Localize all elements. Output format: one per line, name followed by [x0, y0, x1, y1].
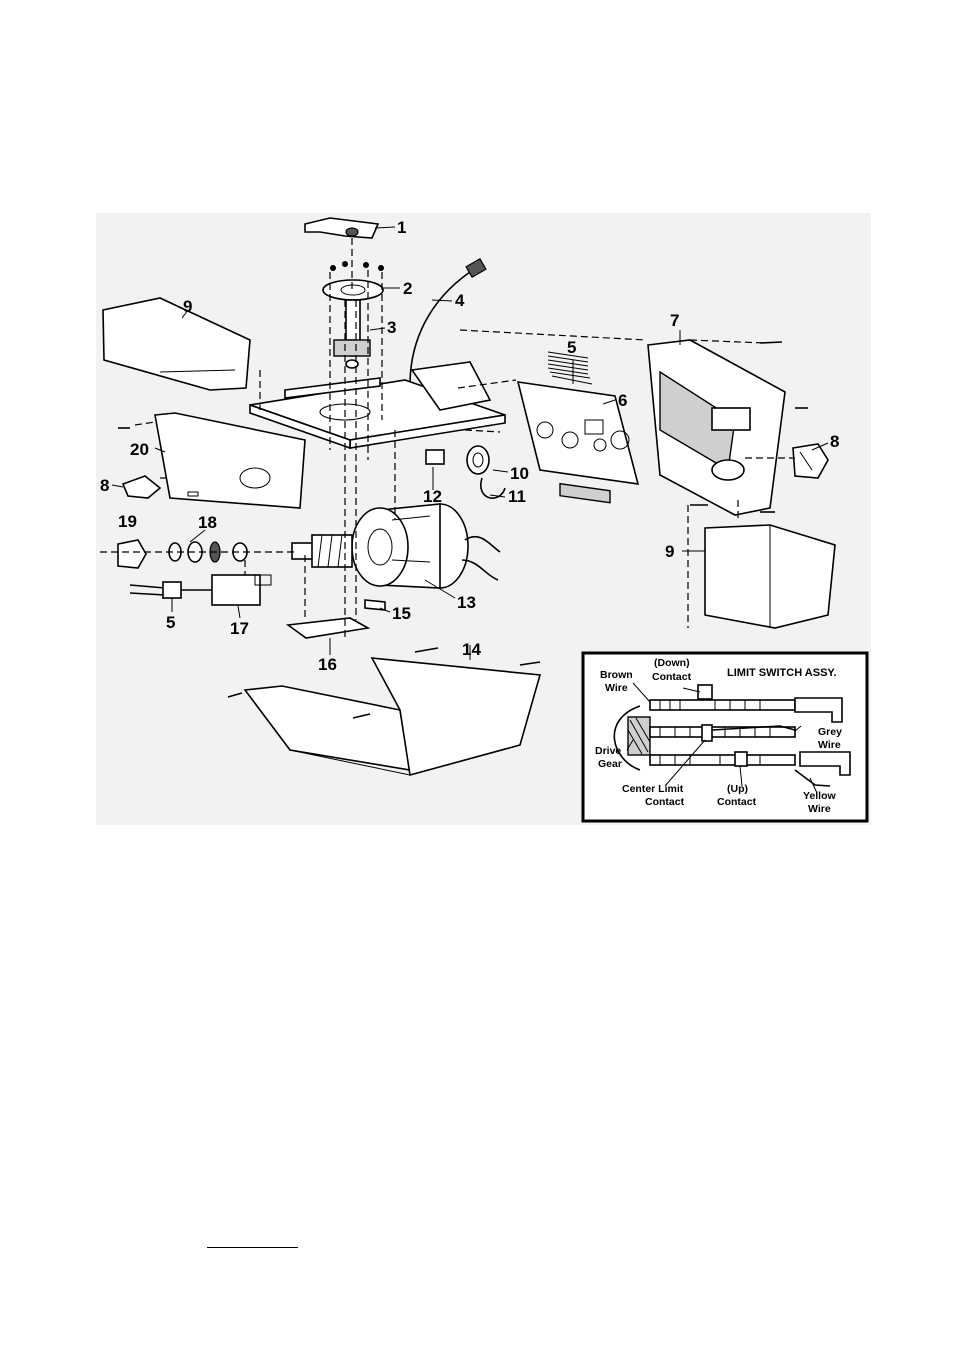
inset-title: LIMIT SWITCH ASSY.	[727, 667, 837, 679]
callout-1: 1	[397, 218, 406, 237]
label-center-limit-contact-1: Center Limit	[622, 783, 684, 795]
callout-5-bottom: 5	[166, 613, 175, 632]
label-brown-wire-2: Wire	[605, 682, 628, 694]
callout-8-right: 8	[830, 432, 839, 451]
callout-6: 6	[618, 391, 627, 410]
label-drive-gear-1: Drive	[595, 745, 621, 757]
callout-13: 13	[457, 593, 476, 612]
callout-17: 17	[230, 619, 249, 638]
label-grey-wire-1: Grey	[818, 726, 842, 738]
part-12-switch	[426, 450, 444, 464]
limit-switch-inset: LIMIT SWITCH ASSY. Br	[583, 653, 867, 821]
callout-12: 12	[423, 487, 442, 506]
footer-rule	[207, 1247, 298, 1248]
label-grey-wire-2: Wire	[818, 739, 841, 751]
label-down-contact-2: Contact	[652, 671, 692, 683]
label-center-limit-contact-2: Contact	[645, 796, 685, 808]
label-brown-wire-1: Brown	[600, 669, 633, 681]
label-yellow-wire-1: Yellow	[803, 790, 837, 802]
part-10-socket	[467, 446, 489, 474]
callout-4: 4	[455, 291, 465, 310]
callout-14: 14	[462, 640, 481, 659]
label-up-contact-1: (Up)	[727, 783, 748, 795]
callout-7: 7	[670, 311, 679, 330]
label-up-contact-2: Contact	[717, 796, 757, 808]
callout-11: 11	[508, 487, 526, 506]
callout-15: 15	[392, 604, 411, 623]
callout-9-left: 9	[183, 297, 192, 316]
label-drive-gear-2: Gear	[598, 758, 622, 770]
callout-8-left: 8	[100, 476, 109, 495]
callout-10: 10	[510, 464, 529, 483]
callout-5-top: 5	[567, 338, 576, 357]
callout-20: 20	[130, 440, 149, 459]
callout-2: 2	[403, 279, 412, 298]
part-9-lens-right	[705, 525, 835, 628]
callout-19: 19	[118, 512, 137, 531]
label-yellow-wire-2: Wire	[808, 803, 831, 815]
callout-18: 18	[198, 513, 217, 532]
callout-3: 3	[387, 318, 396, 337]
callout-9-right: 9	[665, 542, 674, 561]
callout-16: 16	[318, 655, 337, 674]
label-down-contact-1: (Down)	[654, 657, 690, 669]
